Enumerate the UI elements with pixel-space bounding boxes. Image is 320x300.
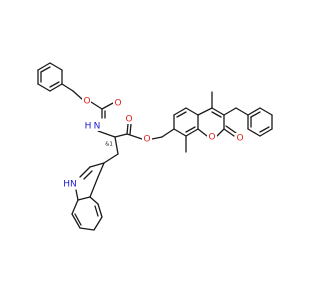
atom-o-coumarin-ring: O [208,133,215,143]
atom-o-coumarin-carbonyl: O [236,134,243,144]
atom-o-carbamate-ether: O [83,97,90,107]
atom-o-ester-carbonyl: O [125,115,132,125]
atom-h-amide: H [85,122,92,132]
atom-nh-indole: HN [63,180,77,190]
atom-o-carbamate-carbonyl: O [114,99,121,109]
stereo-label: &1 [105,142,113,148]
molecule-structure: O O N H O O O O HN &1 [37,62,273,231]
bond-layer [37,62,273,231]
atom-label-layer: O O N H O O O O HN &1 [62,96,245,190]
atom-n-amide: N [94,122,101,132]
atom-o-ester-link: O [143,135,150,145]
